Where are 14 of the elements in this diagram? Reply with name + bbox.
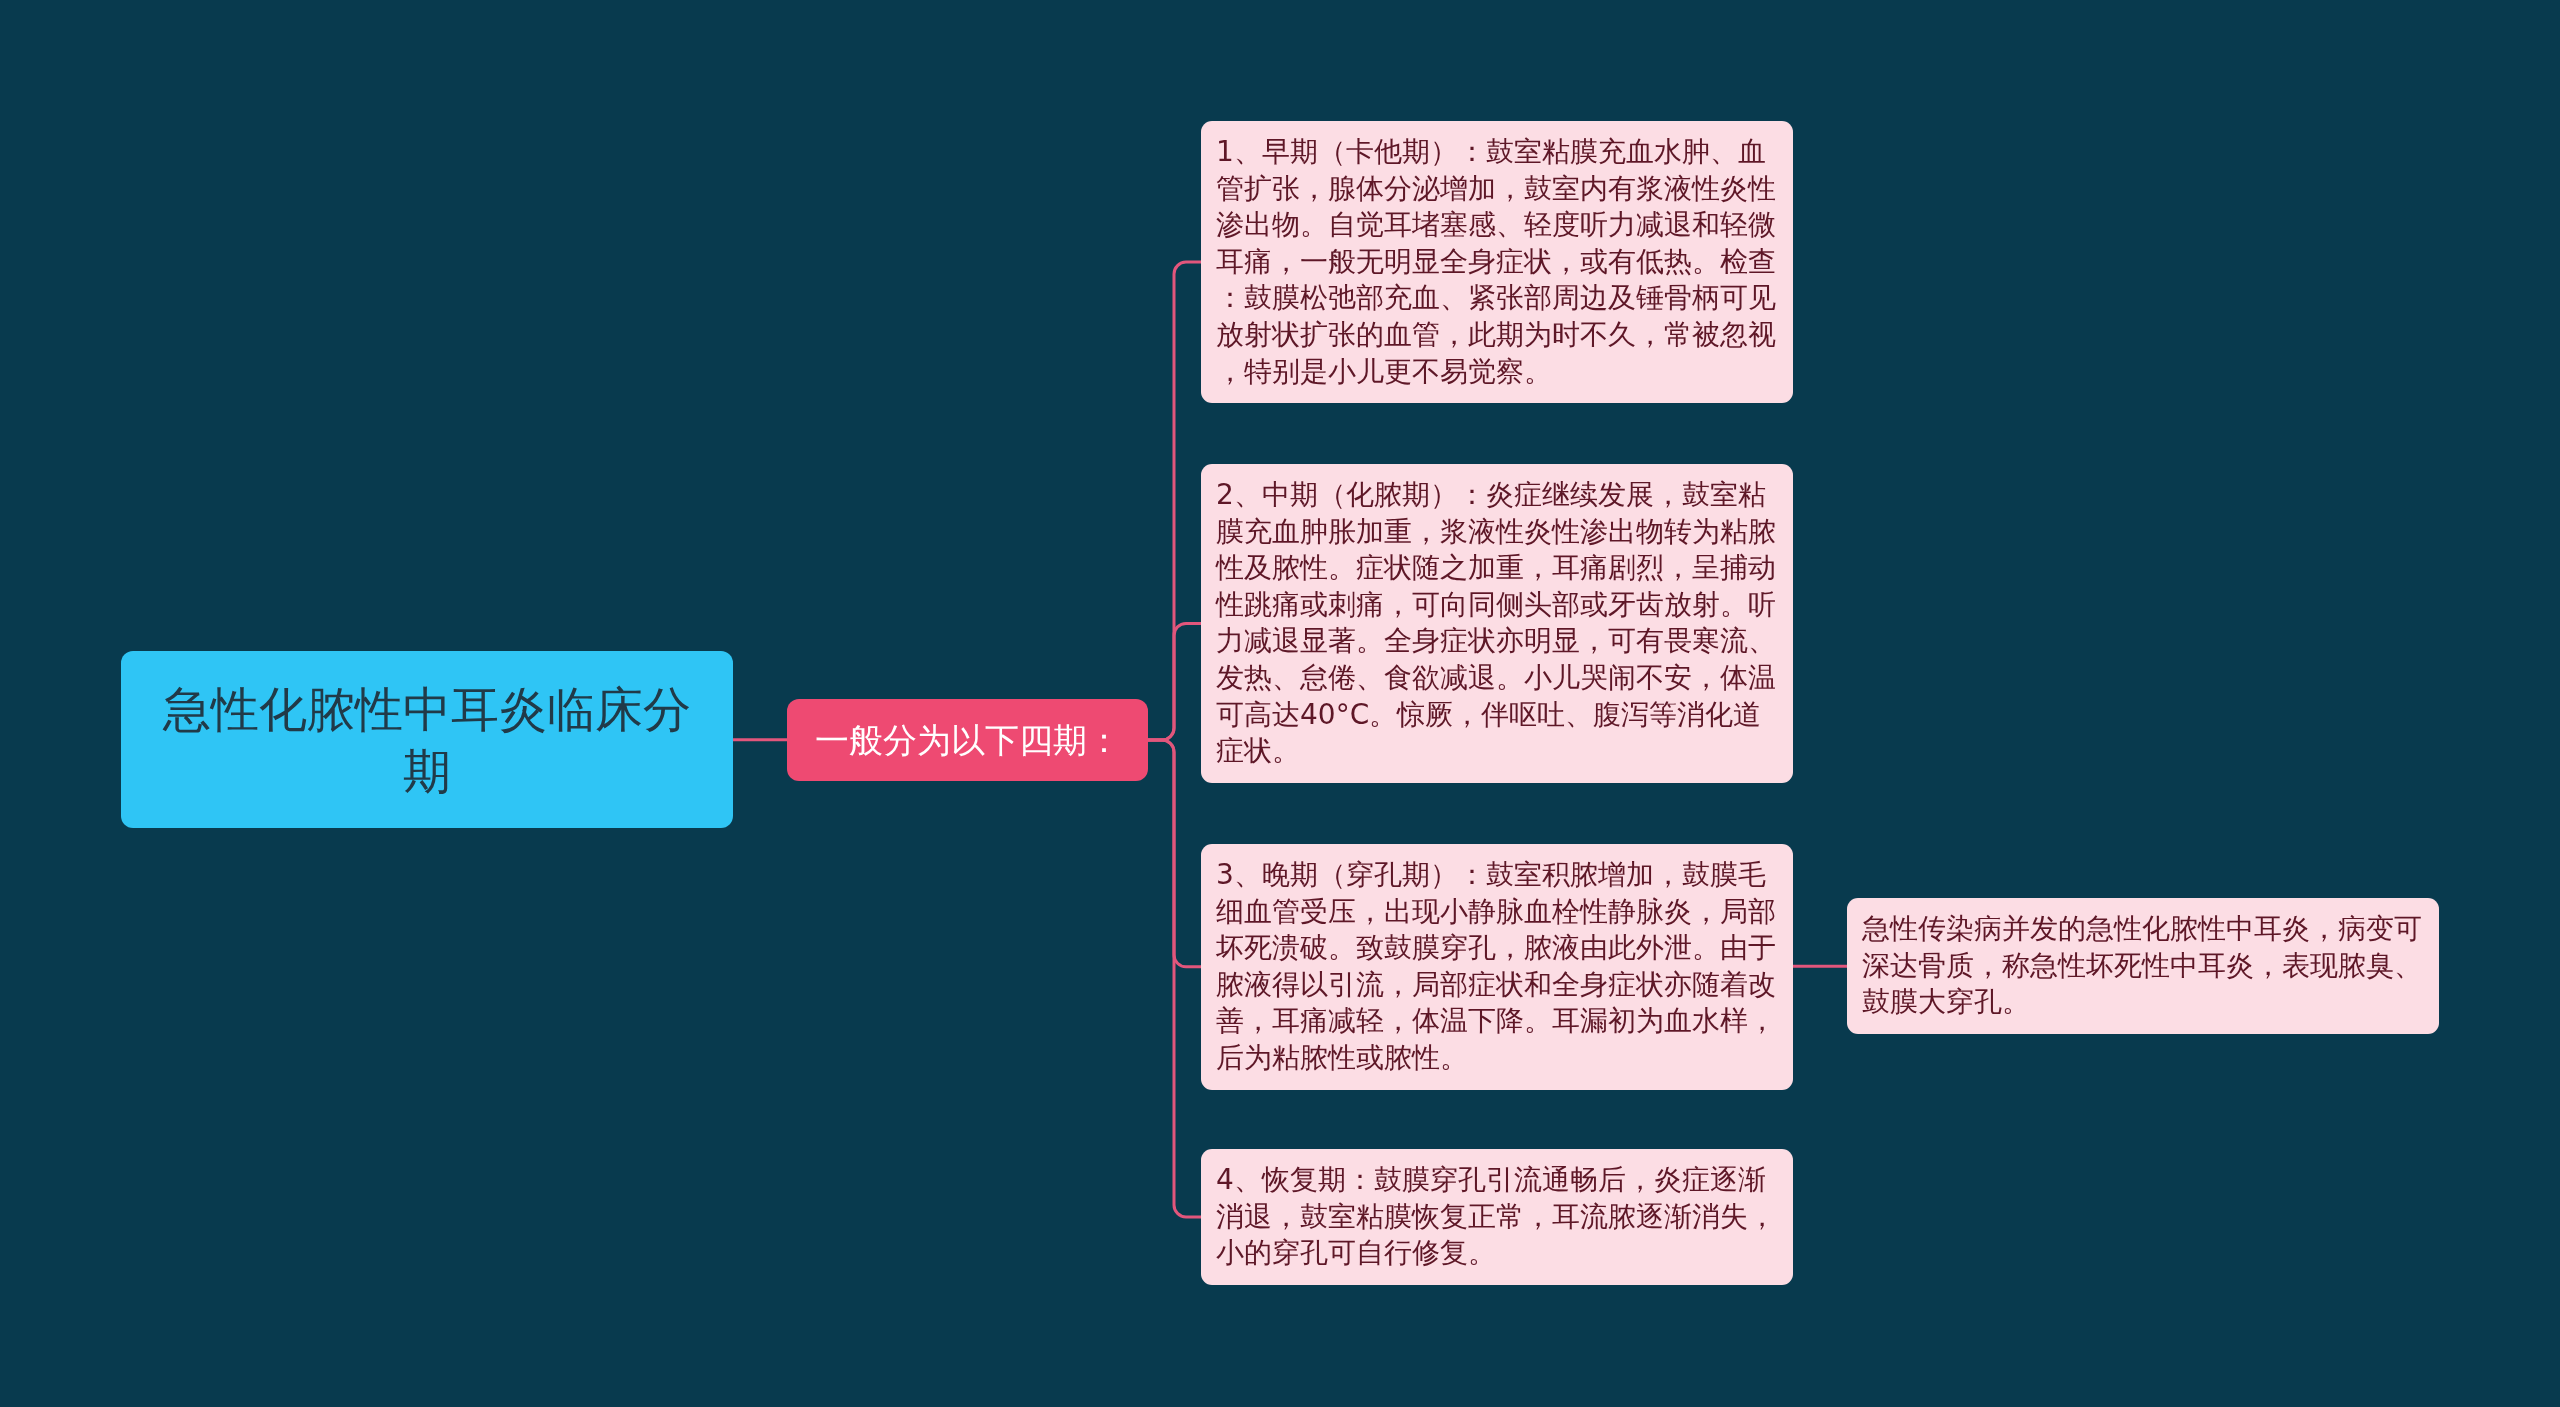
stage-description: 1、早期（卡他期）：鼓室粘膜充血水肿、血管扩张，腺体分泌增加，鼓室内有浆液性炎性渗出物。自觉耳堵塞感、轻度听力减退和轻微耳痛，一般无明显全身症状，或有低热。检查：鼓膜松弛部充血、紧张部周边及锤骨柄可见放射状扩张的血管，此期为时不久，常被忽视，特别是小儿更不易觉察。 (1216, 134, 1777, 390)
connector-line (733, 738, 787, 742)
main-topic-card (121, 651, 733, 828)
stage-description: 3、晚期（穿孔期）：鼓室积脓增加，鼓膜毛细血管受压，出现小静脉血栓性静脉炎，局部坏死溃破。致鼓膜穿孔，脓液由此外泄。由于脓液得以引流，局部症状和全身症状亦随着改善，耳痛减轻，体温下降。耳漏初为血水样，后为粘脓性或脓性。 (1216, 857, 1777, 1076)
stage-card (1201, 1149, 1793, 1285)
subtopic-text: 一般分为以下四期： (814, 719, 1121, 761)
stage-description: 2、中期（化脓期）：炎症继续发展，鼓室粘膜充血肿胀加重，浆液性炎性渗出物转为粘脓性及脓性。症状随之加重，耳痛剧烈，呈捕动性跳痛或刺痛，可向同侧头部或牙齿放射。听力减退显著。全身症状亦明显，可有畏寒流、发热、怠倦、食欲减退。小儿哭闹不安，体温可高达40°C。惊厥，伴呕吐、腹泻等消化道症状。 (1216, 477, 1777, 770)
subtopic-card (787, 699, 1148, 781)
connector-line (1793, 964, 1847, 968)
stage-card (1201, 844, 1793, 1090)
stage-description: 4、恢复期：鼓膜穿孔引流通畅后，炎症逐渐消退，鼓室粘膜恢复正常，耳流脓逐渐消失，小的穿孔可自行修复。 (1216, 1162, 1777, 1272)
main-topic-title: 急性化脓性中耳炎临床分期 (162, 679, 692, 801)
stage-card (1847, 898, 2439, 1034)
stage-description: 急性传染病并发的急性化脓性中耳炎，病变可深达骨质，称急性坏死性中耳炎，表现脓臭、鼓膜大穿孔。 (1862, 911, 2423, 1021)
